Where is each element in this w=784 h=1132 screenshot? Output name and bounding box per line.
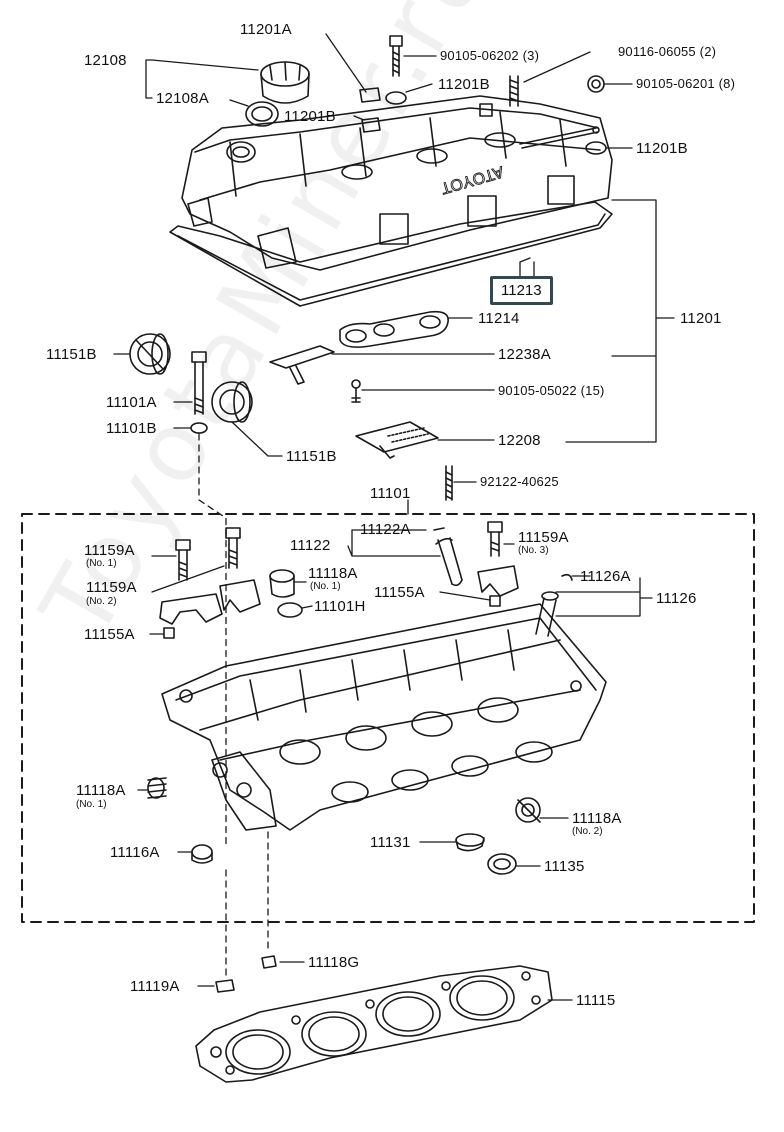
label-90105-06201: 90105-06201 (8) — [636, 76, 736, 91]
label-11214: 11214 — [478, 310, 520, 327]
plug-11116A — [191, 844, 213, 864]
label-12108: 12108 — [84, 52, 127, 69]
cap-nut — [587, 75, 605, 93]
o-ring-11101H — [277, 602, 303, 618]
cover-bolt — [389, 35, 403, 77]
label-11155A-right: 11155A — [374, 584, 425, 601]
label-11118A-top: 11118A — [308, 565, 358, 582]
label-11159A-right-sub: (No. 3) — [518, 545, 549, 556]
baffle-plate-12238A — [269, 345, 335, 385]
dowel-pin-right — [489, 595, 501, 607]
label-12238A: 12238A — [498, 346, 551, 363]
label-11118A-right-sub: (No. 2) — [572, 826, 603, 837]
stud-92122 — [445, 465, 453, 501]
label-11122: 11122 — [290, 537, 331, 554]
baffle-bolt — [351, 379, 361, 403]
label-11201B-top: 11201B — [438, 76, 490, 93]
insert-11131 — [455, 833, 485, 852]
label-11118A-left: 11118A — [76, 782, 126, 799]
label-11115: 11115 — [576, 992, 616, 1009]
tight-plug-right — [515, 797, 541, 823]
pin-11119A — [215, 979, 235, 993]
cover-emboss-text: TOYOTA — [439, 162, 506, 196]
label-11131: 11131 — [370, 834, 411, 851]
dowel-pin-left — [163, 627, 175, 639]
cylinder-head-assembly — [21, 513, 755, 923]
spark-plug-tube — [535, 573, 573, 637]
label-11201B-right: 11201B — [636, 140, 688, 157]
tight-plug-left — [147, 777, 167, 799]
label-12108A: 12108A — [156, 90, 209, 107]
label-11159A-no2-sub: (No. 2) — [86, 596, 117, 607]
label-11159A-no2: 11159A — [86, 579, 137, 596]
label-11151B-left: 11151B — [46, 346, 97, 363]
spark-plug-tube-gasket — [339, 310, 449, 348]
label-11201: 11201 — [680, 310, 722, 327]
label-11101A: 11101A — [106, 394, 157, 411]
label-92122-40625: 92122-40625 — [480, 474, 559, 489]
label-11135: 11135 — [544, 858, 585, 875]
label-11116A: 11116A — [110, 844, 160, 861]
head-bolt-washer — [190, 422, 208, 434]
label-11159A-left-sub: (No. 1) — [86, 558, 117, 569]
label-11159A-right: 11159A — [518, 529, 569, 546]
tight-plug-top — [269, 569, 295, 598]
label-12208: 12208 — [498, 432, 541, 449]
baffle-plate-12208 — [355, 421, 439, 459]
pin-11118G — [261, 955, 277, 969]
label-11119A: 11119A — [130, 978, 180, 995]
label-90105-06202: 90105-06202 (3) — [440, 48, 540, 63]
label-11118A-left-sub: (No. 1) — [76, 799, 107, 810]
label-11213-highlighted: 11213 — [490, 276, 553, 305]
label-11126: 11126 — [656, 590, 697, 607]
label-11159A-left: 11159A — [84, 542, 135, 559]
leader-lines — [113, 33, 675, 1001]
label-11201A-top: 11201A — [240, 21, 292, 38]
ring-11135 — [487, 853, 517, 875]
head-bolt — [191, 351, 207, 415]
stud-bolt — [509, 75, 519, 107]
label-11155A-left: 11155A — [84, 626, 135, 643]
cylinder-head-cover — [169, 95, 613, 307]
label-11126A: 11126A — [580, 568, 631, 585]
label-11118G: 11118G — [308, 954, 360, 971]
valve-guide-bushing — [433, 527, 463, 587]
label-11122A: 11122A — [360, 521, 411, 538]
label-11101B: 11101B — [106, 420, 157, 437]
label-11101: 11101 — [370, 485, 411, 502]
camshaft-oil-seal-right — [211, 381, 253, 423]
label-90105-05022: 90105-05022 (15) — [498, 383, 605, 398]
label-11118A-right: 11118A — [572, 810, 622, 827]
cylinder-head-gasket — [195, 965, 553, 1083]
camshaft-oil-seal-left — [129, 333, 171, 375]
oil-filler-cap — [260, 61, 310, 104]
label-11151B-lower: 11151B — [286, 448, 337, 465]
label-11101H: 11101H — [314, 598, 366, 615]
label-11118A-top-sub: (No. 1) — [310, 581, 341, 592]
label-11201B-mid: 11201B — [284, 108, 336, 125]
filler-cap-gasket — [245, 101, 279, 127]
label-90116-06055: 90116-06055 (2) — [618, 44, 717, 59]
